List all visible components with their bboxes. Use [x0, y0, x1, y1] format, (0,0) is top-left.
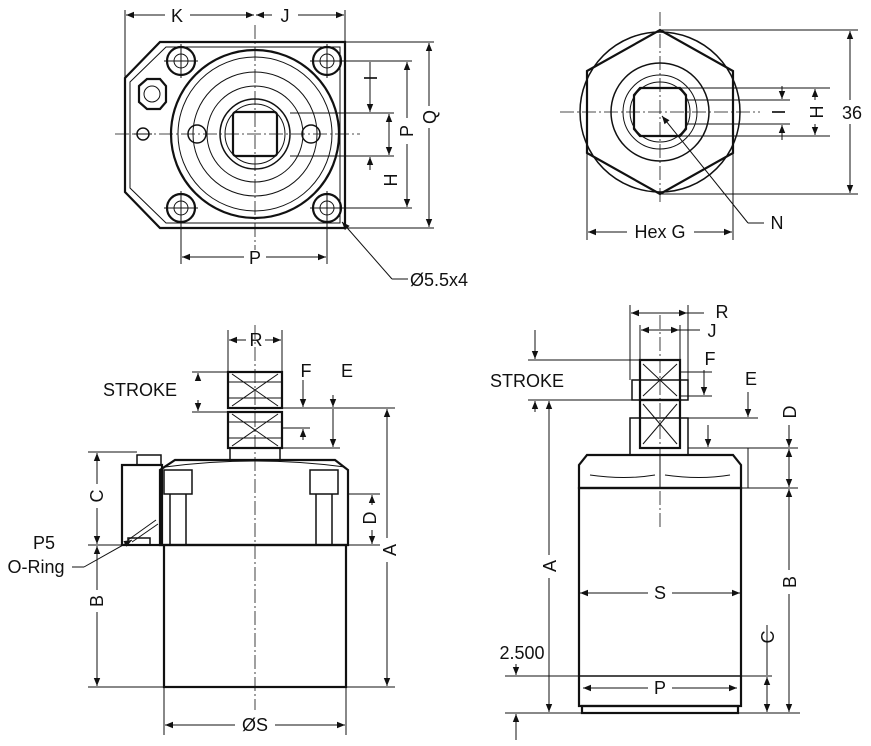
dim-q-label: Q	[420, 110, 440, 124]
plan-hex-socket	[231, 110, 279, 158]
port-block	[120, 463, 164, 547]
dim-j-label: J	[281, 6, 290, 26]
p5-label: P5	[33, 533, 55, 553]
hex-g-label: Hex G	[634, 222, 685, 242]
port-fitting	[134, 77, 168, 141]
dim-k-label: K	[171, 6, 183, 26]
side-dim-os-label: ØS	[242, 715, 268, 735]
dim-i-label: I	[361, 75, 381, 80]
right-stroke-label: STROKE	[490, 371, 564, 391]
right-dim-c-label: C	[758, 631, 778, 644]
dim-36-label: 36	[842, 103, 862, 123]
rod-hex-lower	[226, 410, 284, 450]
right-dim-e-label: E	[745, 369, 757, 389]
side-dim-b-label: B	[87, 595, 107, 607]
right-dim-d-label: D	[780, 406, 800, 419]
hex-end-view: I H 36 Hex G N	[560, 12, 862, 242]
plan-view: K J P Ø5.5x4 I H P Q	[115, 6, 468, 290]
right-dim-b-label: B	[780, 576, 800, 588]
n-label: N	[771, 213, 784, 233]
right-dim-r-label: R	[716, 302, 729, 322]
side-dim-f-label: F	[301, 361, 312, 381]
end-dim-i-label: I	[769, 109, 789, 114]
plan-rod-circle	[219, 98, 291, 170]
side-dim-a-label: A	[380, 544, 400, 556]
plan-outer-flange	[169, 48, 341, 220]
plan-body-outline	[123, 40, 347, 230]
right-dim-j-label: J	[708, 321, 717, 341]
right-dim-f-label: F	[705, 349, 716, 369]
side-dim-c-label: C	[87, 490, 107, 503]
rod-hex-upper	[226, 370, 284, 410]
side-view-right: R J STROKE F E D S P	[490, 302, 800, 740]
right-dim-p-label: P	[654, 678, 666, 698]
right-dim-a-label: A	[540, 560, 560, 572]
dim-p-right-label: P	[397, 125, 417, 137]
plan-body-inner-outline	[129, 46, 341, 224]
oring-label: O-Ring	[7, 557, 64, 577]
side-dim-e-label: E	[341, 361, 353, 381]
dim-h-label: H	[381, 174, 401, 187]
side-stroke-label: STROKE	[103, 380, 177, 400]
right-dim-s-label: S	[654, 583, 666, 603]
end-dim-h-label: H	[807, 106, 827, 119]
flange-block	[158, 458, 350, 547]
side-view-left: R STROKE F E C B P5 O-Ring	[7, 325, 400, 735]
side-dim-r-label: R	[250, 330, 263, 350]
hole-callout: Ø5.5x4	[410, 270, 468, 290]
dim-2500-label: 2.500	[499, 643, 544, 663]
side-dim-d-label: D	[360, 512, 380, 525]
dim-p-bottom-label: P	[249, 248, 261, 268]
